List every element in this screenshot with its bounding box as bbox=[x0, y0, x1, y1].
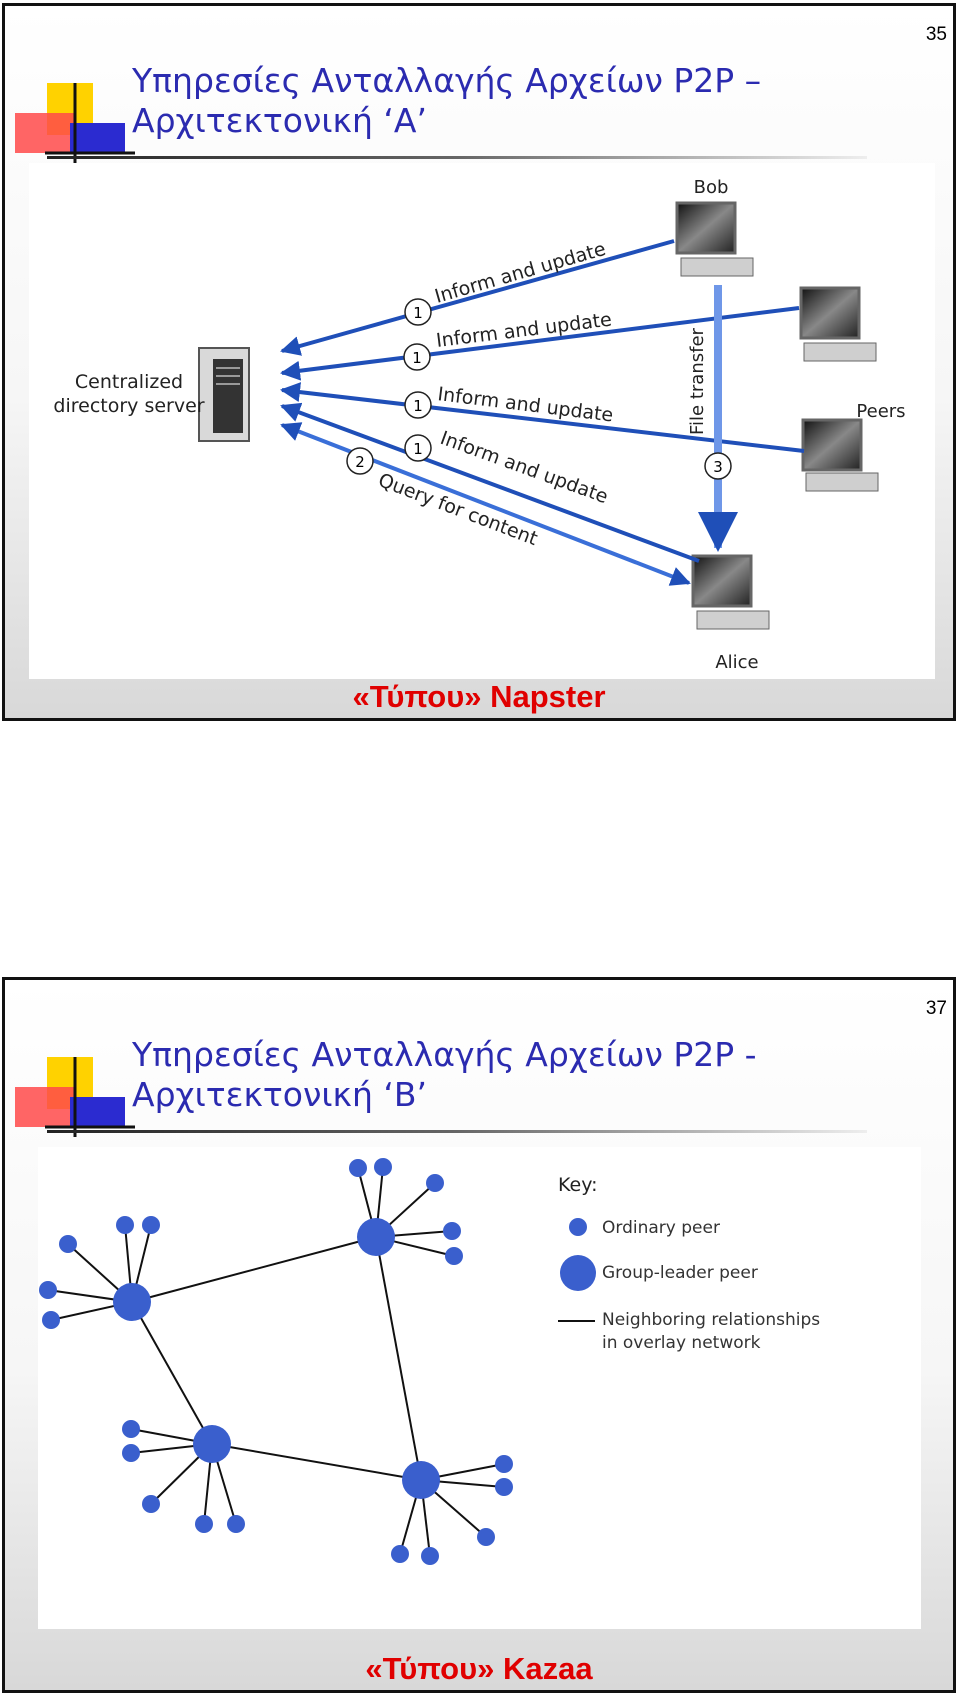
slide-title: Υπηρεσίες Ανταλλαγής Αρχείων P2P – Αρχιτ… bbox=[132, 61, 761, 141]
inform-arrow bbox=[280, 239, 675, 356]
step-badge-label: 2 bbox=[355, 453, 365, 471]
step-badge-label: 1 bbox=[413, 397, 423, 415]
ordinary-peer bbox=[122, 1420, 140, 1438]
ordinary-peer bbox=[142, 1495, 160, 1513]
title-line-2: Αρχιτεκτονική ‘Α’ bbox=[132, 101, 427, 140]
ordinary-peer bbox=[195, 1515, 213, 1533]
ordinary-peer bbox=[349, 1159, 367, 1177]
slide-napster: 35 Υπηρεσίες Ανταλλαγής Αρχείων P2P – Αρ… bbox=[2, 3, 956, 721]
step-badge bbox=[346, 447, 374, 475]
slide-decoration-icon bbox=[15, 83, 135, 163]
group-leader-peer bbox=[193, 1425, 231, 1463]
ordinary-peer bbox=[495, 1478, 513, 1496]
key-ordinary-peer-swatch bbox=[569, 1218, 587, 1236]
page-number: 35 bbox=[925, 24, 947, 45]
inform-label: Inform and update bbox=[432, 238, 608, 308]
step-badge-label: 1 bbox=[413, 440, 423, 458]
server-label-line1: Centralized bbox=[75, 371, 183, 393]
ordinary-peer bbox=[39, 1281, 57, 1299]
inform-arrow bbox=[280, 306, 800, 381]
step-badge bbox=[404, 391, 432, 419]
key-link-label-line1: Neighboring relationships bbox=[602, 1310, 820, 1330]
title-line-1: Υπηρεσίες Ανταλλαγής Αρχείων P2P - bbox=[132, 1035, 757, 1074]
slide-kazaa: 37 Υπηρεσίες Ανταλλαγής Αρχείων P2P - Αρ… bbox=[2, 977, 956, 1693]
inform-arrow bbox=[280, 402, 700, 563]
file-transfer-label: File transfer bbox=[687, 327, 708, 435]
title-divider bbox=[47, 1130, 867, 1133]
ordinary-peer bbox=[421, 1547, 439, 1565]
query-label: Query for content bbox=[375, 469, 540, 550]
group-leader-peer bbox=[113, 1283, 151, 1321]
step-badge bbox=[403, 343, 431, 371]
napster-diagram: Centralized directory server Bob Peers bbox=[29, 163, 935, 679]
slide-title: Υπηρεσίες Ανταλλαγής Αρχείων P2P - Αρχιτ… bbox=[132, 1035, 757, 1115]
step-badge-label: 3 bbox=[713, 458, 723, 476]
ordinary-peer bbox=[391, 1545, 409, 1563]
ordinary-peer bbox=[59, 1235, 77, 1253]
page-number: 37 bbox=[925, 998, 947, 1019]
ordinary-peer bbox=[227, 1515, 245, 1533]
peer-computer-icon bbox=[799, 286, 877, 362]
key-leader-label: Group-leader peer bbox=[602, 1263, 758, 1283]
slide-caption: «Τύπου» Napster bbox=[352, 679, 606, 714]
ordinary-peer bbox=[495, 1455, 513, 1473]
ordinary-peer bbox=[477, 1528, 495, 1546]
ordinary-peer bbox=[445, 1247, 463, 1265]
query-arrow bbox=[280, 422, 691, 586]
step-badge bbox=[704, 452, 732, 480]
directory-server-icon bbox=[198, 347, 250, 442]
step-badge-label: 1 bbox=[412, 349, 422, 367]
step-badge bbox=[404, 298, 432, 326]
ordinary-peer bbox=[142, 1216, 160, 1234]
ordinary-peer bbox=[426, 1174, 444, 1192]
peers-label: Peers bbox=[856, 401, 905, 422]
ordinary-peer bbox=[42, 1311, 60, 1329]
alice-computer-icon bbox=[691, 554, 770, 630]
slide-caption: «Τύπου» Kazaa bbox=[365, 1651, 593, 1686]
title-line-1: Υπηρεσίες Ανταλλαγής Αρχείων P2P – bbox=[132, 61, 762, 100]
group-leader-peer bbox=[357, 1218, 395, 1256]
step-badge-label: 1 bbox=[413, 304, 423, 322]
ordinary-peer bbox=[122, 1444, 140, 1462]
key-link-label-line2: in overlay network bbox=[602, 1333, 761, 1353]
key-ordinary-label: Ordinary peer bbox=[602, 1218, 720, 1238]
bob-computer-icon bbox=[675, 201, 754, 277]
inform-label: Inform and update bbox=[435, 309, 613, 352]
server-label-line2: directory server bbox=[53, 395, 204, 417]
key-group-leader-swatch bbox=[560, 1255, 596, 1291]
bob-label: Bob bbox=[694, 177, 729, 198]
title-divider bbox=[47, 156, 867, 159]
ordinary-peer bbox=[374, 1158, 392, 1176]
alice-label: Alice bbox=[715, 652, 758, 673]
ordinary-peer bbox=[443, 1222, 461, 1240]
diagram-legend: Key: Ordinary peer Group-leader peer Nei… bbox=[558, 1174, 820, 1353]
peer-computer-icon bbox=[801, 418, 879, 492]
kazaa-diagram: Key: Ordinary peer Group-leader peer Nei… bbox=[38, 1147, 921, 1629]
slide-decoration-icon bbox=[15, 1057, 135, 1137]
title-line-2: Αρχιτεκτονική ‘Β’ bbox=[132, 1075, 428, 1114]
key-title: Key: bbox=[558, 1174, 597, 1196]
group-leader-peer bbox=[402, 1461, 440, 1499]
ordinary-peer bbox=[116, 1216, 134, 1234]
step-badge bbox=[404, 434, 432, 462]
